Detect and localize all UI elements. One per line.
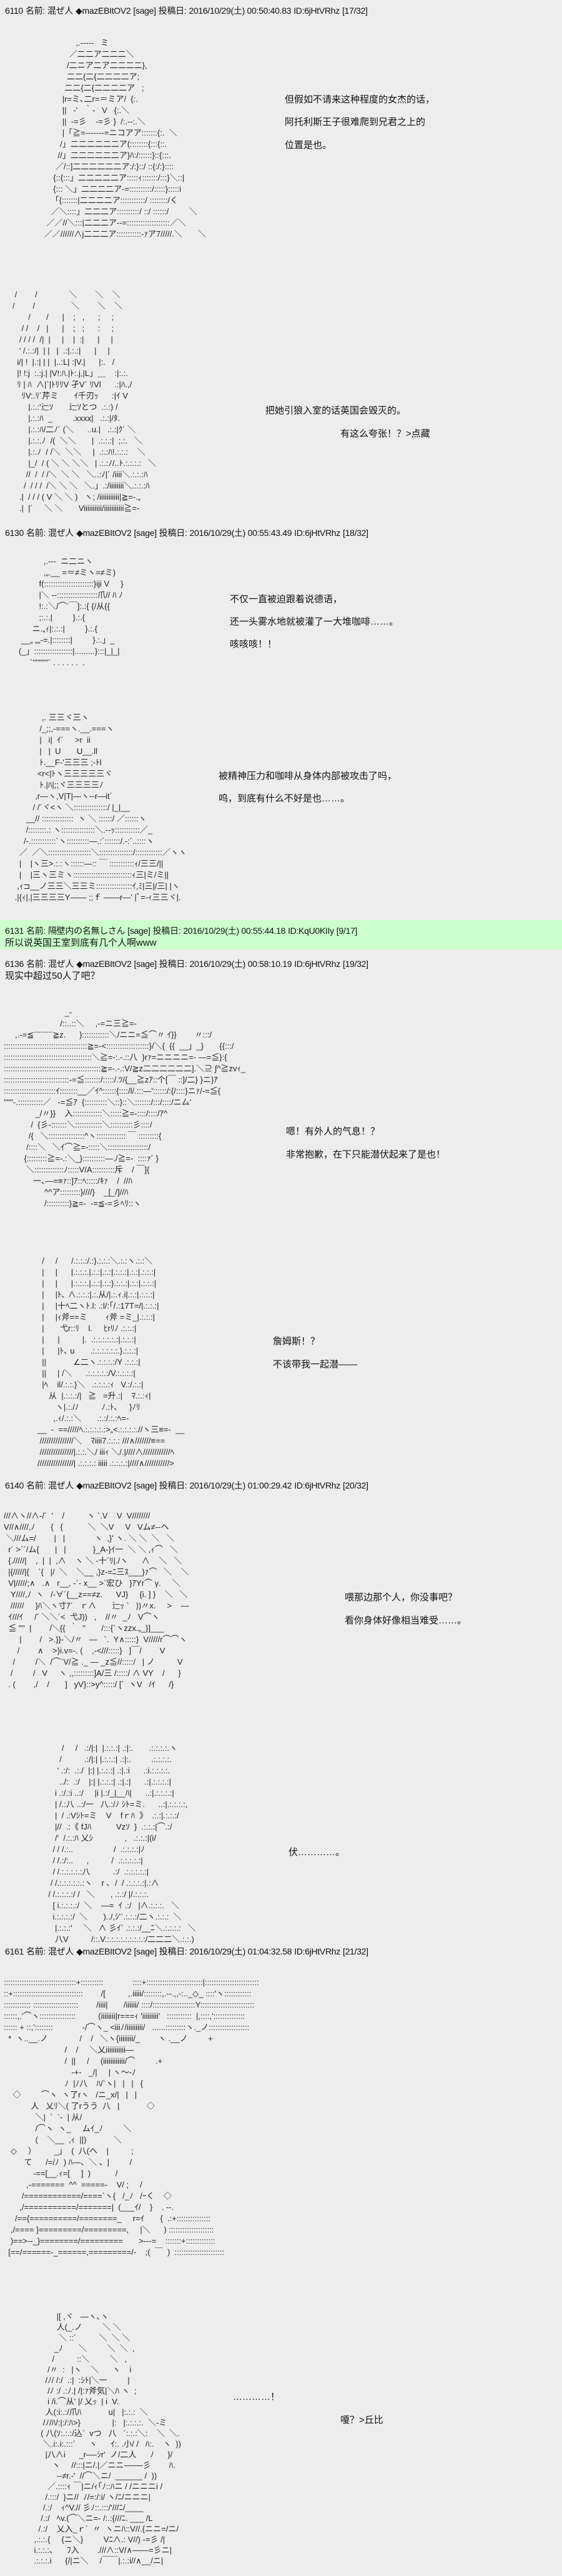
- name-label: 名前:: [25, 6, 45, 16]
- dialogue-line: 不该带我一起潜——: [273, 1359, 358, 1370]
- date-label: 投稿日:: [159, 1946, 187, 1956]
- ascii-art-figure: ,. 三三ヾ三ヽ /_;;,-===ヽ.__.===ヽ | i| ｲ´ >r i…: [14, 713, 187, 902]
- mail-field: [sage]: [133, 6, 156, 16]
- post-date: 2016/10/29(土) 00:55:44.18: [183, 926, 286, 936]
- post-date: 2016/10/29(土) 00:50:40.83: [189, 6, 292, 16]
- name-label: 名前:: [26, 959, 46, 969]
- post-date: 2016/10/29(土) 00:55:43.49: [189, 528, 292, 538]
- highlighted-reply: [0, 920, 562, 949]
- poster-name: 混ぜ人: [47, 6, 74, 16]
- date-label: 投稿日:: [159, 959, 187, 969]
- post-count: [9/17]: [336, 926, 358, 936]
- mail-field: [sage]: [134, 528, 157, 538]
- trip-code: ◆mazEBItOV2: [76, 528, 132, 538]
- dialogue-line: 呜，到底有什么不好是也……。: [219, 793, 350, 804]
- dialogue-line: 嗄？>丘比: [340, 2415, 383, 2425]
- trip-code: ◆mazEBItOV2: [76, 1480, 132, 1490]
- post-date: 2016/10/29(土) 01:04:32.58: [189, 1946, 292, 1956]
- ascii-art-figure: / / /.:.:.:/.:}.:.:.:＼.:.:ヽ.:.:＼ | | |.:…: [37, 1256, 185, 1468]
- poster-name: 隔壁内の名無しさん: [47, 926, 126, 936]
- name-label: 名前:: [26, 1946, 46, 1956]
- trip-code: ◆mazEBItOV2: [76, 6, 131, 16]
- dialogue-line: 看你身体好像相当难受……。: [345, 1615, 467, 1626]
- post-number[interactable]: 6161: [5, 1946, 24, 1956]
- poster-name: 混ぜ人: [47, 959, 74, 969]
- mail-field: [sage]: [134, 959, 157, 969]
- post-number[interactable]: 6136: [5, 959, 24, 969]
- poster-id[interactable]: ID:6jHtVRhz: [294, 528, 340, 538]
- ascii-art-figure: |[ ,ヾ ―ヽ､ヽ 人(_.ノ ＼ ＼ ＼ ::´ ＼ ＼ ＼ _ﾉ ＼ ＼ …: [34, 2312, 181, 2565]
- post-number[interactable]: 6140: [5, 1480, 24, 1490]
- poster-name: 混ぜ人: [47, 528, 74, 538]
- date-label: 投稿日:: [159, 1480, 187, 1490]
- ascii-art-figure: ///∧ヽ//∧-/´ ' / ヽ `.V V V//////// V//∧//…: [4, 1511, 189, 1689]
- ascii-art-figure: / / .:/|:| |.:.:.:| .:|:. .:.:.:.:.ヽ / .…: [48, 1743, 196, 1944]
- date-label: 投稿日:: [158, 6, 187, 16]
- dialogue-line: …………！: [233, 2392, 280, 2402]
- dialogue-line: 咳咳咳！！: [230, 639, 277, 650]
- post-count: [18/32]: [342, 528, 368, 538]
- post-date: 2016/10/29(土) 01:00:29.42: [189, 1480, 292, 1490]
- post-count: [21/32]: [342, 1946, 368, 1956]
- post-body: 现实中超过50人了吧？: [5, 971, 100, 981]
- post-count: [19/32]: [342, 959, 368, 969]
- post-date: 2016/10/29(土) 00:58:10.19: [189, 959, 292, 969]
- mail-field: [sage]: [127, 926, 150, 936]
- dialogue-line: 被精神压力和咖啡从身体内部被攻击了吗，: [219, 771, 397, 781]
- name-label: 名前:: [26, 1480, 46, 1490]
- dialogue-line: 詹姆斯！？: [273, 1336, 320, 1347]
- ascii-art-figure: / / ＼ ＼ ＼ / / ＼ ＼ ＼ / / | ; , ; ; / / / …: [12, 290, 156, 513]
- poster-id[interactable]: ID:6jHtVRhz: [294, 1946, 340, 1956]
- name-label: 名前:: [26, 528, 46, 538]
- ascii-art-figure: ,.-‐- ニ二ニヽ ,„.__ =＝≠ミヽ=≠ミ) f(:::::::::::…: [19, 557, 124, 667]
- ascii-art-figure: ::::::::::::::::::::::::::::::::+:::::::…: [4, 1978, 259, 2257]
- trip-code: ◆mazEBItOV2: [76, 1946, 132, 1956]
- dialogue-line: 位置是也。: [285, 140, 332, 151]
- post-number[interactable]: 6110: [5, 6, 23, 16]
- ascii-art-figure: _- /::..::＼ ,-=ニ三≧=- ,.-=≦¨¨¨¨¨¨¨≧z. }::…: [4, 1008, 246, 1208]
- post-number[interactable]: 6130: [5, 528, 24, 538]
- dialogue-line: 喂那边那个人，你没事吧？: [345, 1592, 458, 1603]
- name-label: 名前:: [26, 926, 46, 936]
- post-count: [17/32]: [342, 6, 368, 16]
- dialogue-line: 伏…………。: [288, 1847, 345, 1858]
- dialogue-line: 嗯！有外人的气息！？: [286, 1126, 380, 1137]
- ascii-art-figure: ,.-‐-‐- ミ ／二二ア二二二＼ /二ニア二ア二二二二}, 二二{二{二二二…: [44, 38, 207, 239]
- poster-id[interactable]: ID:6jHtVRhz: [294, 1480, 340, 1490]
- post-number[interactable]: 6131: [5, 926, 24, 936]
- dialogue-line: 但假如不请来这种程度的女杰的话，: [285, 94, 435, 105]
- dialogue-line: 还一头雾水地就被灌了一大堆咖啡……。: [230, 617, 399, 627]
- dialogue-line: 阿托利斯王子很难爬到兄君之上的: [285, 117, 426, 127]
- dialogue-line: 有这么夸张！？>点藏: [340, 429, 430, 439]
- post-count: [20/32]: [342, 1480, 368, 1490]
- poster-id[interactable]: ID:KqU0KIIy: [288, 926, 334, 936]
- mail-field: [sage]: [134, 1480, 157, 1490]
- post-body: 所以说英国王室到底有几个人啊www: [5, 938, 157, 948]
- poster-name: 混ぜ人: [47, 1480, 74, 1490]
- date-label: 投稿日:: [159, 528, 187, 538]
- mail-field: [sage]: [134, 1946, 157, 1956]
- dialogue-line: 非常抱歉，在下只能潜伏起来了是也！: [286, 1149, 446, 1160]
- poster-id[interactable]: ID:6jHtVRhz: [293, 6, 340, 16]
- poster-id[interactable]: ID:6jHtVRhz: [294, 959, 340, 969]
- poster-name: 混ぜ人: [47, 1946, 74, 1956]
- dialogue-line: 不仅一直被迫跟着说德语，: [230, 594, 343, 605]
- trip-code: ◆mazEBItOV2: [76, 959, 132, 969]
- date-label: 投稿日:: [152, 926, 181, 936]
- dialogue-line: 把她引狼入室的话英国会毁灭的。: [265, 405, 407, 416]
